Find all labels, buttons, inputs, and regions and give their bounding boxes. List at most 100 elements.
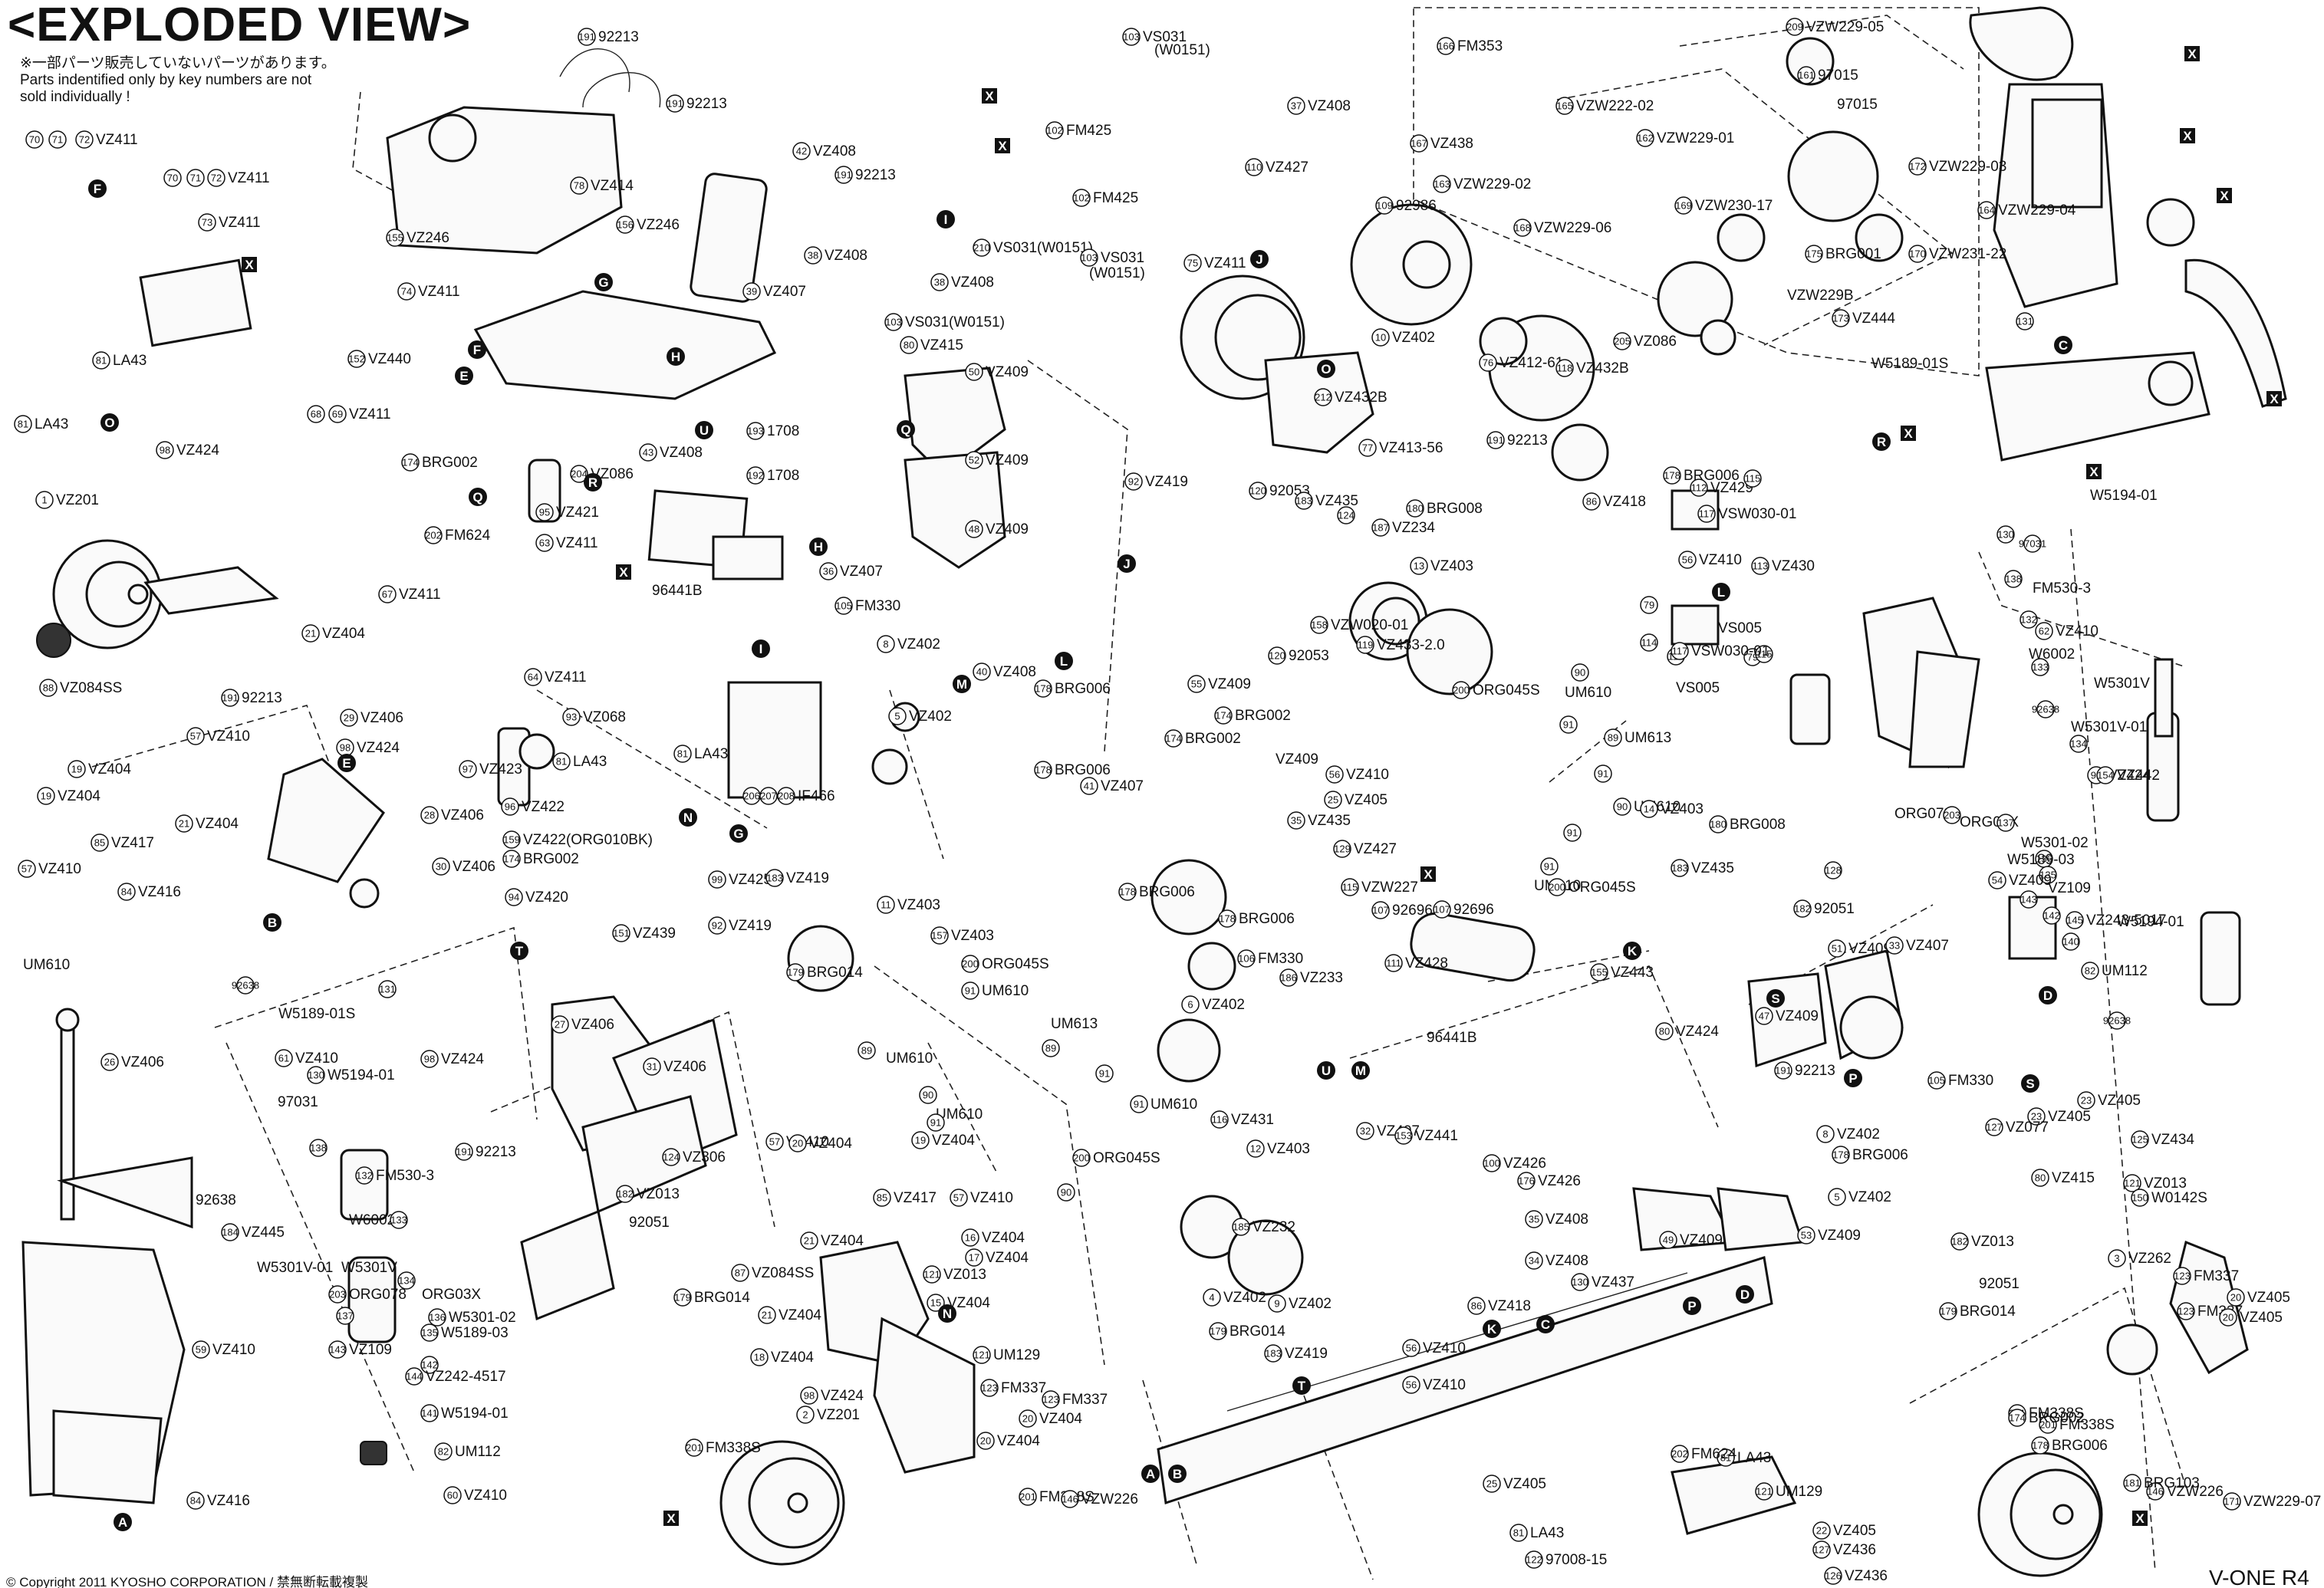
key-number-circle <box>1210 1110 1229 1129</box>
assembly-reference-marker: O <box>100 413 119 432</box>
key-number-circle <box>1314 388 1332 406</box>
key-number: 179 <box>1210 1326 1226 1337</box>
part-code: VZ419 <box>1285 1346 1328 1362</box>
key-number: 107 <box>1434 904 1450 916</box>
part-code: VS031 <box>1101 250 1144 266</box>
part-callout: (W0151) <box>1154 42 1210 58</box>
part-code: VZ408 <box>825 248 867 264</box>
part-callout: 132 <box>2020 610 2038 629</box>
marker-letter: X <box>2187 47 2197 61</box>
key-number-circle <box>1371 518 1390 537</box>
part-callout: 92051 <box>629 1215 670 1231</box>
key-number-circle <box>1885 936 1904 955</box>
part-code: UM610 <box>936 1106 983 1123</box>
part-code: VZ424 <box>821 1388 864 1404</box>
key-number-circle <box>804 246 822 265</box>
part-code: VZ410 <box>1423 1340 1466 1356</box>
part-code: VZ424 <box>176 442 219 459</box>
part-code: VZ086 <box>591 466 634 482</box>
key-number: 55 <box>1191 679 1202 690</box>
key-number-circle <box>888 707 907 725</box>
front-wheel-left <box>36 539 163 658</box>
part-code: 92053 <box>1289 648 1329 664</box>
key-number: 20 <box>792 1138 803 1149</box>
key-number-circle <box>2123 1474 2141 1492</box>
key-number: 56 <box>1406 1379 1417 1391</box>
key-number: 23 <box>2031 1111 2042 1123</box>
part-callout: 96441B <box>652 583 703 599</box>
key-number-circle <box>378 585 397 603</box>
part-code: VZ427 <box>1266 159 1308 176</box>
key-number: 67 <box>382 589 393 600</box>
key-number: 38 <box>934 277 945 288</box>
key-number-circle <box>91 833 109 852</box>
key-number-circle <box>673 745 692 763</box>
key-number: 162 <box>1637 133 1654 144</box>
key-number-circle <box>1797 1226 1815 1244</box>
key-number: 12 <box>1250 1143 1261 1155</box>
part-code: VZ409 <box>986 364 1029 380</box>
part-code: VZ246 <box>637 217 680 233</box>
key-number: 20 <box>980 1435 991 1447</box>
part-code: W5194-01 <box>441 1406 509 1422</box>
key-number-circle <box>1812 1521 1831 1540</box>
part-callout: W5194-01 <box>2117 914 2184 930</box>
part-code: VZ411 <box>96 132 138 148</box>
key-number-circle <box>1509 1524 1528 1542</box>
assembly-reference-marker: I <box>937 210 955 229</box>
key-number-circle <box>551 1015 569 1034</box>
part-code: VZ409 <box>2009 873 2052 889</box>
key-number: 143 <box>2020 894 2037 906</box>
key-number: 141 <box>421 1408 438 1419</box>
key-number-circle <box>1245 158 1263 176</box>
key-number-circle <box>2123 1174 2141 1192</box>
key-number: 60 <box>447 1490 458 1501</box>
key-number: 143 <box>329 1344 346 1356</box>
key-number-circle <box>758 1306 776 1324</box>
assembly-reference-marker: Q <box>897 420 915 439</box>
part-code: VZW229-01 <box>1657 130 1734 146</box>
key-number: 146 <box>2147 1486 2164 1498</box>
bumper <box>21 1241 186 1504</box>
key-number: 100 <box>1483 1158 1500 1169</box>
key-number: 203 <box>329 1289 346 1300</box>
key-number-circle <box>1709 815 1727 833</box>
key-number-circle <box>386 229 404 247</box>
part-callout: ORG078 <box>1894 806 1952 822</box>
key-number: 81 <box>1513 1527 1524 1539</box>
key-number-circle <box>1072 1149 1091 1167</box>
key-number-circle <box>1812 1540 1831 1559</box>
part-code: VZ405 <box>2240 1310 2283 1326</box>
key-number: 136 <box>2036 853 2052 865</box>
key-number: 89 <box>861 1045 872 1057</box>
part-code: 92213 <box>1795 1063 1835 1079</box>
part-callout: 92638 <box>2103 1011 2131 1030</box>
key-number: 42 <box>796 146 807 157</box>
key-number-circle <box>328 1285 347 1304</box>
assembly-reference-marker: K <box>1483 1320 1501 1338</box>
part-code: W5301-02 <box>449 1310 516 1326</box>
key-number-circle <box>662 1148 680 1166</box>
key-number: 19 <box>41 791 51 802</box>
key-number: 174 <box>402 457 419 469</box>
key-number: 78 <box>574 180 584 192</box>
part-callout: 92051 <box>1979 1276 2020 1292</box>
key-number-circle <box>1061 1490 1079 1508</box>
key-number: 98 <box>160 445 170 456</box>
key-number: 102 <box>1073 192 1090 204</box>
key-number-circle <box>92 351 110 370</box>
